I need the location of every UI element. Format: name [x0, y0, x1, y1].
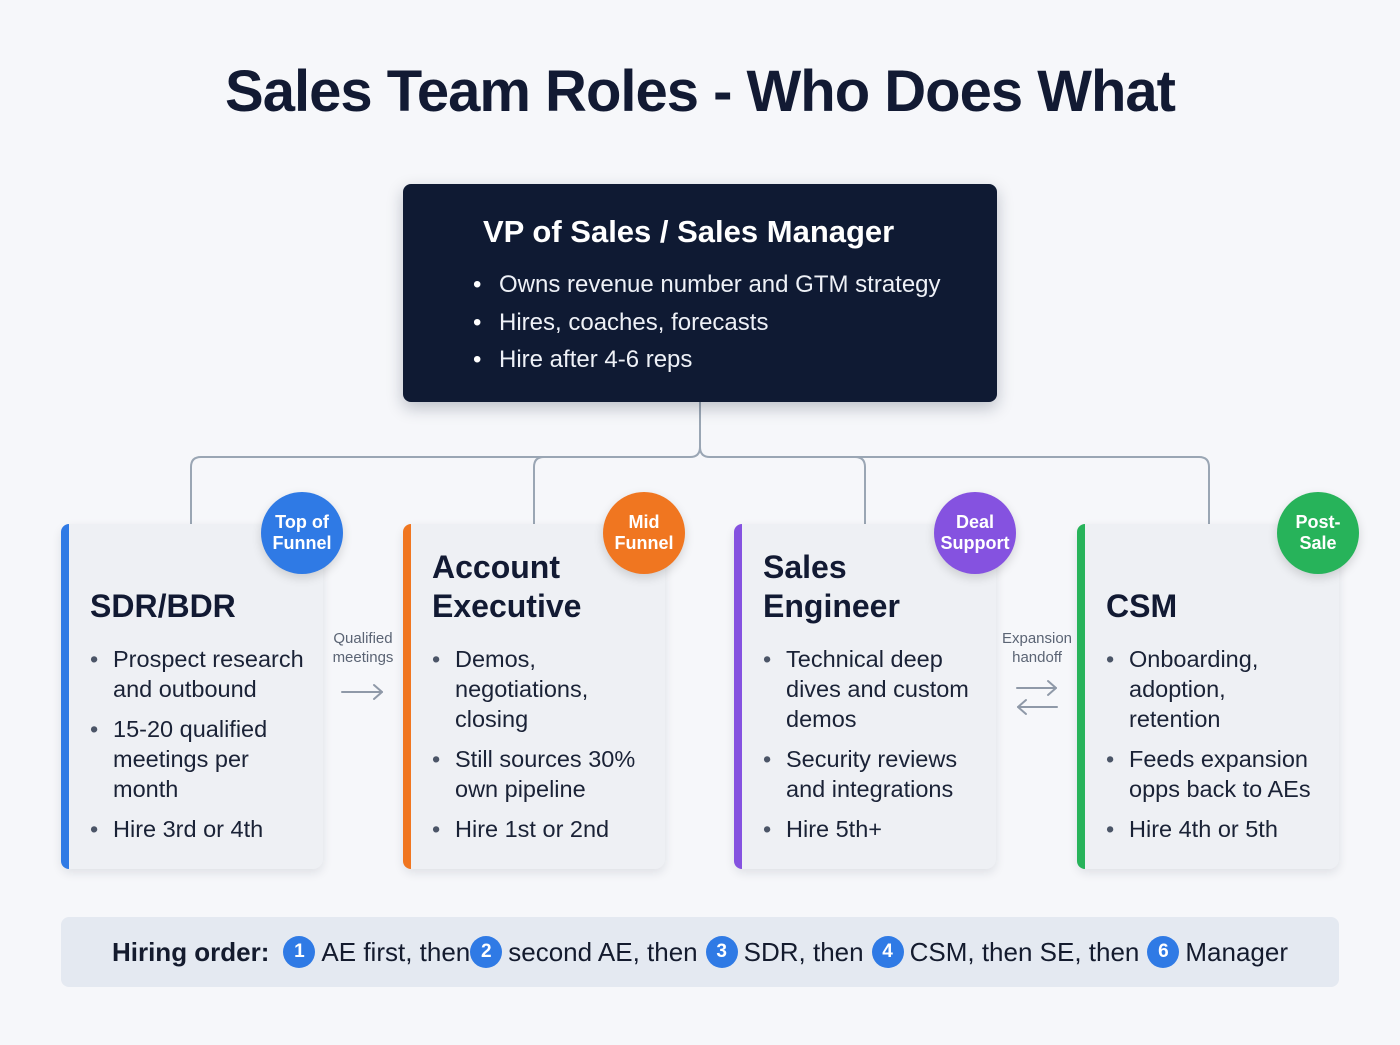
stage-badge: Deal Support	[934, 492, 1016, 574]
role-bullet: Demos, negotiations, closing	[432, 644, 625, 734]
hiring-order-bar: Hiring order: 1 AE first, then 2 second …	[61, 917, 1339, 987]
role-bullet: Technical deep dives and custom demos	[763, 644, 988, 734]
step-text: SDR, then	[743, 936, 864, 967]
role-bullet: Feeds expansion opps back to AEs	[1106, 744, 1331, 804]
step-number-badge: 3	[705, 936, 738, 968]
role-card-ae: Mid Funnel Account Executive Demos, nego…	[403, 492, 685, 869]
flow-label-expansion-handoff: Expansion handoff	[1001, 630, 1073, 666]
role-bullet: Prospect research and outbound	[90, 644, 315, 704]
manager-card: VP of Sales / Sales Manager Owns revenue…	[403, 184, 997, 402]
step-number-badge: 4	[871, 936, 904, 968]
role-bullets: Prospect research and outbound 15-20 qua…	[90, 644, 315, 854]
manager-bullet: Hire after 4-6 reps	[473, 341, 997, 379]
step-text: CSM, then SE, then	[909, 936, 1140, 967]
flow-label-qualified-meetings: Qualified meetings	[332, 630, 394, 666]
role-bullet: Security reviews and integrations	[763, 744, 988, 804]
manager-bullet: Hires, coaches, forecasts	[473, 304, 997, 342]
manager-title: VP of Sales / Sales Manager	[483, 214, 895, 249]
role-bullet: Hire 1st or 2nd	[432, 814, 657, 844]
role-bullet: Hire 5th+	[763, 814, 988, 844]
role-title: Account Executive	[432, 549, 582, 624]
step-text: AE first, then	[321, 936, 471, 967]
stage-badge: Post-Sale	[1277, 492, 1359, 574]
stage-badge: Top of Funnel	[261, 492, 343, 574]
role-title: SDR/BDR	[90, 588, 236, 624]
card-accent-bar	[403, 524, 411, 869]
role-bullet: Still sources 30% own pipeline	[432, 744, 657, 804]
role-bullet: Hire 4th or 5th	[1106, 814, 1331, 844]
arrow-right-icon	[341, 684, 383, 700]
role-card-csm: Post-Sale CSM Onboarding, adoption, rete…	[1077, 492, 1359, 869]
card-accent-bar	[1077, 524, 1085, 869]
role-bullets: Onboarding, adoption, retention Feeds ex…	[1106, 644, 1331, 854]
manager-bullet: Owns revenue number and GTM strategy	[473, 266, 997, 304]
role-bullets: Technical deep dives and custom demos Se…	[763, 644, 988, 854]
role-title: Sales Engineer	[763, 549, 900, 624]
step-number-badge: 2	[470, 936, 503, 968]
role-card-se: Deal Support Sales Engineer Technical de…	[734, 492, 1016, 869]
step-text: Manager	[1185, 936, 1289, 967]
page-title: Sales Team Roles - Who Does What	[225, 59, 1176, 124]
arrows-bidirectional-icon	[1016, 680, 1058, 715]
step-number-badge: 6	[1147, 936, 1180, 968]
role-bullets: Demos, negotiations, closing Still sourc…	[432, 644, 657, 854]
role-card-sdr: Top of Funnel SDR/BDR Prospect research …	[61, 492, 343, 869]
step-text: second AE, then	[508, 936, 698, 967]
hiring-order-label: Hiring order:	[111, 936, 270, 967]
role-bullet: Onboarding, adoption, retention	[1106, 644, 1289, 734]
manager-bullets: Owns revenue number and GTM strategy Hir…	[473, 266, 997, 379]
role-bullet: Hire 3rd or 4th	[90, 814, 315, 844]
step-number-badge: 1	[283, 936, 316, 968]
card-accent-bar	[734, 524, 742, 869]
role-bullet: 15-20 qualified meetings per month	[90, 714, 315, 804]
role-title: CSM	[1106, 588, 1178, 624]
stage-badge: Mid Funnel	[603, 492, 685, 574]
card-accent-bar	[61, 524, 69, 869]
